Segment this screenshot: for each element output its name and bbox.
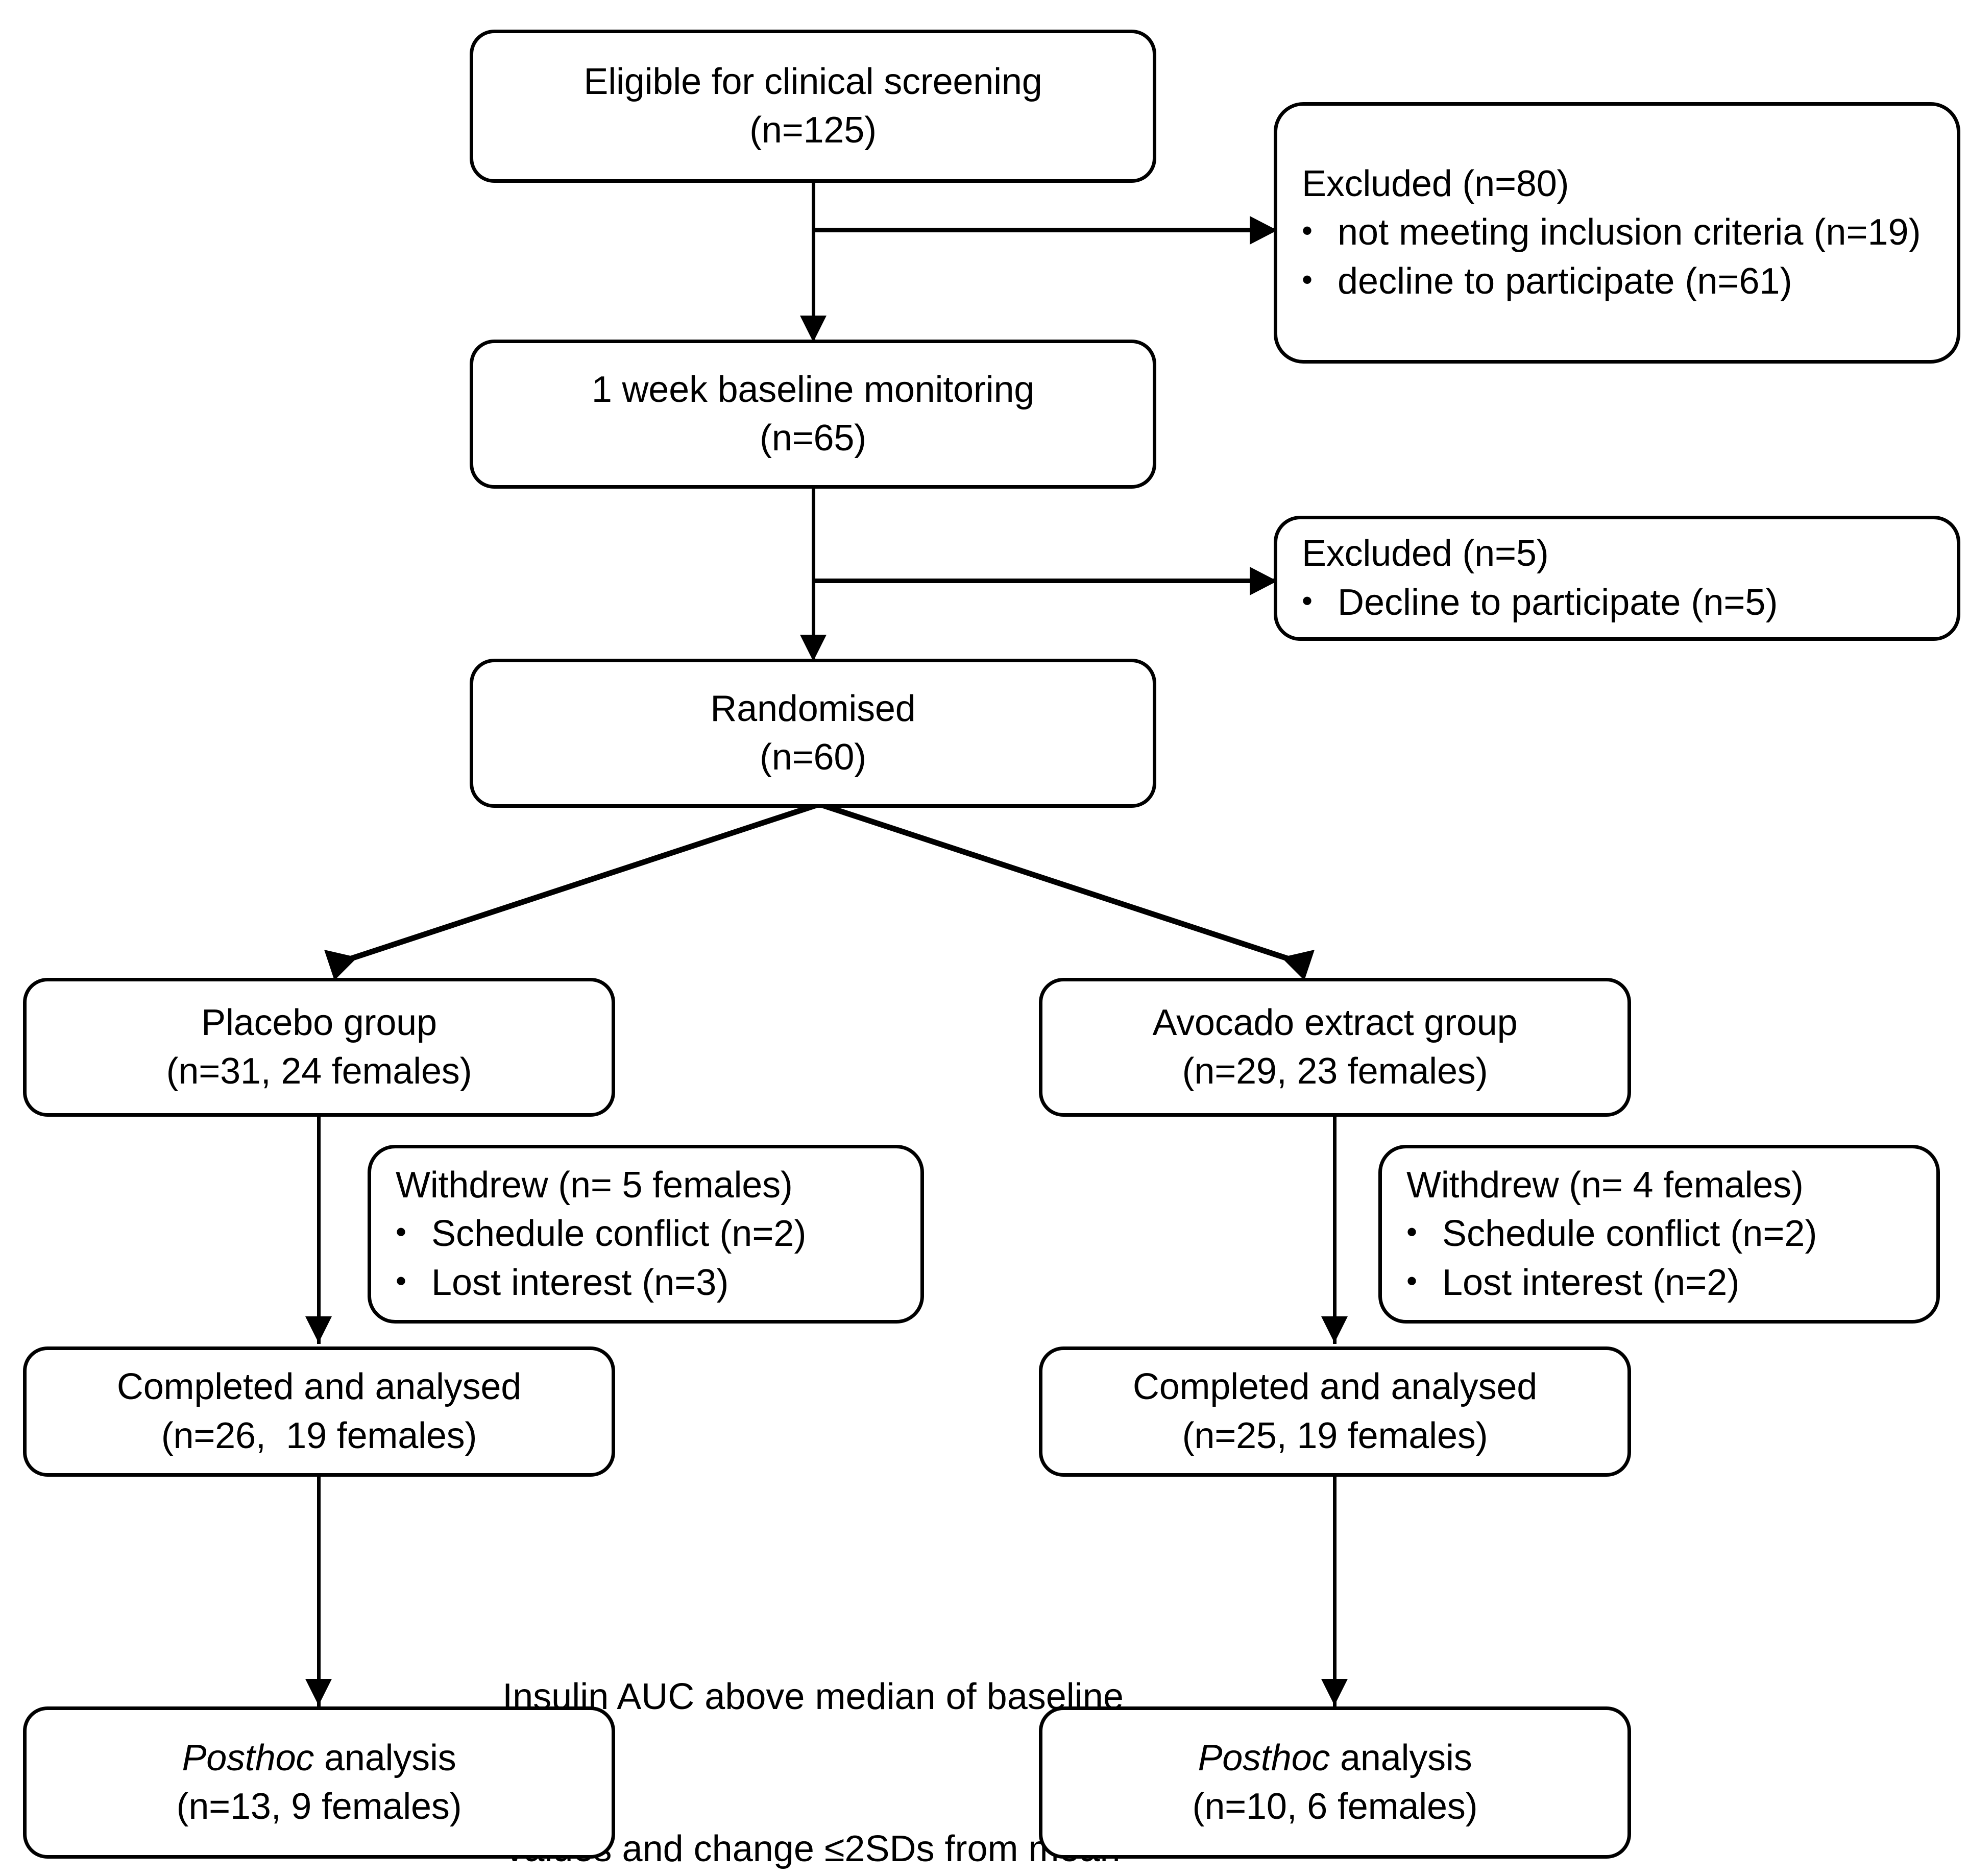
excluded-screening-bullet-1: • not meeting inclusion criteria (n=19)	[1277, 208, 1921, 257]
connector-avocado-to-completed	[1333, 1114, 1337, 1344]
withdrew-placebo-bullet-1: • Schedule conflict (n=2)	[371, 1210, 806, 1258]
withdrew-avocado-heading: Withdrew (n= 4 females)	[1406, 1165, 1804, 1206]
bullet-icon: •	[1406, 1263, 1418, 1298]
excluded-baseline-bullet-1: • Decline to participate (n=5)	[1277, 579, 1778, 627]
posthoc-placebo-italic: Posthoc	[182, 1737, 314, 1778]
node-avocado-group: Avocado extract group (n=29, 23 females)	[1039, 978, 1631, 1117]
node-excluded-baseline: Excluded (n=5) • Decline to participate …	[1274, 516, 1960, 641]
node-baseline-line1: 1 week baseline monitoring	[591, 369, 1035, 410]
withdrew-placebo-bullet-2-text: Lost interest (n=3)	[431, 1262, 729, 1303]
bullet-icon: •	[1302, 213, 1313, 248]
bullet-icon: •	[396, 1215, 407, 1249]
posthoc-avocado-line2: (n=10, 6 females)	[1192, 1786, 1478, 1827]
node-randomised-line2: (n=60)	[760, 737, 866, 778]
bullet-icon: •	[1302, 583, 1313, 618]
withdrew-avocado-bullet-1-text: Schedule conflict (n=2)	[1442, 1213, 1817, 1255]
posthoc-placebo-line2: (n=13, 9 females)	[176, 1786, 462, 1827]
node-baseline-line2: (n=65)	[760, 418, 866, 459]
connector-completed-to-posthoc-avocado	[1333, 1474, 1337, 1706]
bullet-icon: •	[1302, 262, 1313, 297]
posthoc-placebo-rest: analysis	[314, 1737, 456, 1778]
node-withdrew-placebo: Withdrew (n= 5 females) • Schedule confl…	[368, 1145, 924, 1324]
posthoc-avocado-line1: Posthoc analysis	[1198, 1734, 1472, 1783]
node-completed-placebo: Completed and analysed (n=26, 19 females…	[23, 1346, 615, 1477]
node-randomised: Randomised (n=60)	[470, 659, 1156, 808]
node-completed-avocado: Completed and analysed (n=25, 19 females…	[1039, 1346, 1631, 1477]
arrowhead-baseline-to-randomised	[800, 635, 827, 661]
withdrew-placebo-heading: Withdrew (n= 5 females)	[396, 1165, 793, 1206]
posthoc-avocado-italic: Posthoc	[1198, 1737, 1330, 1778]
arrowhead-placebo-to-completed	[305, 1316, 332, 1343]
arrowhead-eligible-to-baseline	[800, 316, 827, 342]
node-excluded-screening: Excluded (n=80) • not meeting inclusion …	[1274, 102, 1960, 364]
bullet-icon: •	[1406, 1215, 1418, 1249]
excluded-baseline-bullet-1-text: Decline to participate (n=5)	[1338, 582, 1778, 623]
node-withdrew-avocado: Withdrew (n= 4 females) • Schedule confl…	[1378, 1145, 1940, 1324]
node-eligible-line2: (n=125)	[749, 110, 877, 151]
node-avocado-group-line1: Avocado extract group	[1152, 1002, 1518, 1043]
withdrew-avocado-bullet-2-text: Lost interest (n=2)	[1442, 1262, 1740, 1303]
connector-eligible-to-excluded	[812, 228, 1274, 232]
node-posthoc-placebo: Posthoc analysis (n=13, 9 females)	[23, 1706, 615, 1859]
connector-eligible-to-baseline	[812, 180, 815, 343]
withdrew-placebo-bullet-2: • Lost interest (n=3)	[371, 1259, 728, 1307]
bullet-icon: •	[396, 1263, 407, 1298]
arrowhead-completed-to-posthoc-placebo	[305, 1679, 332, 1705]
node-avocado-group-line2: (n=29, 23 females)	[1182, 1051, 1488, 1092]
node-eligible-for-screening: Eligible for clinical screening (n=125)	[470, 30, 1156, 183]
arrowhead-baseline-to-excluded	[1250, 567, 1277, 595]
node-randomised-line1: Randomised	[710, 688, 916, 729]
excluded-baseline-heading: Excluded (n=5)	[1302, 533, 1549, 574]
connector-randomised-split	[324, 804, 1315, 980]
excluded-screening-bullet-2-text: decline to participate (n=61)	[1338, 260, 1792, 302]
node-placebo-group-line2: (n=31, 24 females)	[166, 1051, 472, 1092]
node-posthoc-avocado: Posthoc analysis (n=10, 6 females)	[1039, 1706, 1631, 1859]
completed-avocado-line2: (n=25, 19 females)	[1182, 1415, 1488, 1456]
excluded-screening-heading: Excluded (n=80)	[1302, 163, 1569, 205]
posthoc-avocado-rest: analysis	[1330, 1737, 1472, 1778]
withdrew-avocado-bullet-1: • Schedule conflict (n=2)	[1382, 1210, 1817, 1258]
excluded-screening-bullet-2: • decline to participate (n=61)	[1277, 257, 1792, 306]
arrowhead-avocado-to-completed	[1321, 1316, 1348, 1343]
completed-placebo-line1: Completed and analysed	[116, 1366, 522, 1408]
completed-placebo-line2: (n=26, 19 females)	[161, 1415, 477, 1456]
excluded-screening-bullet-1-text: not meeting inclusion criteria (n=19)	[1338, 212, 1921, 253]
connector-baseline-to-excluded	[812, 579, 1274, 583]
withdrew-placebo-bullet-1-text: Schedule conflict (n=2)	[431, 1213, 807, 1255]
node-placebo-group-line1: Placebo group	[201, 1002, 437, 1043]
connector-completed-to-posthoc-placebo	[317, 1474, 321, 1706]
completed-avocado-line1: Completed and analysed	[1132, 1366, 1538, 1408]
arrowhead-completed-to-posthoc-avocado	[1321, 1679, 1348, 1705]
withdrew-avocado-bullet-2: • Lost interest (n=2)	[1382, 1259, 1739, 1307]
node-eligible-line1: Eligible for clinical screening	[584, 61, 1042, 102]
node-placebo-group: Placebo group (n=31, 24 females)	[23, 978, 615, 1117]
connector-placebo-to-completed	[317, 1114, 321, 1344]
connector-baseline-to-randomised	[812, 486, 815, 662]
arrowhead-eligible-to-excluded	[1250, 216, 1277, 245]
posthoc-placebo-line1: Posthoc analysis	[182, 1734, 456, 1783]
node-baseline-monitoring: 1 week baseline monitoring (n=65)	[470, 340, 1156, 489]
